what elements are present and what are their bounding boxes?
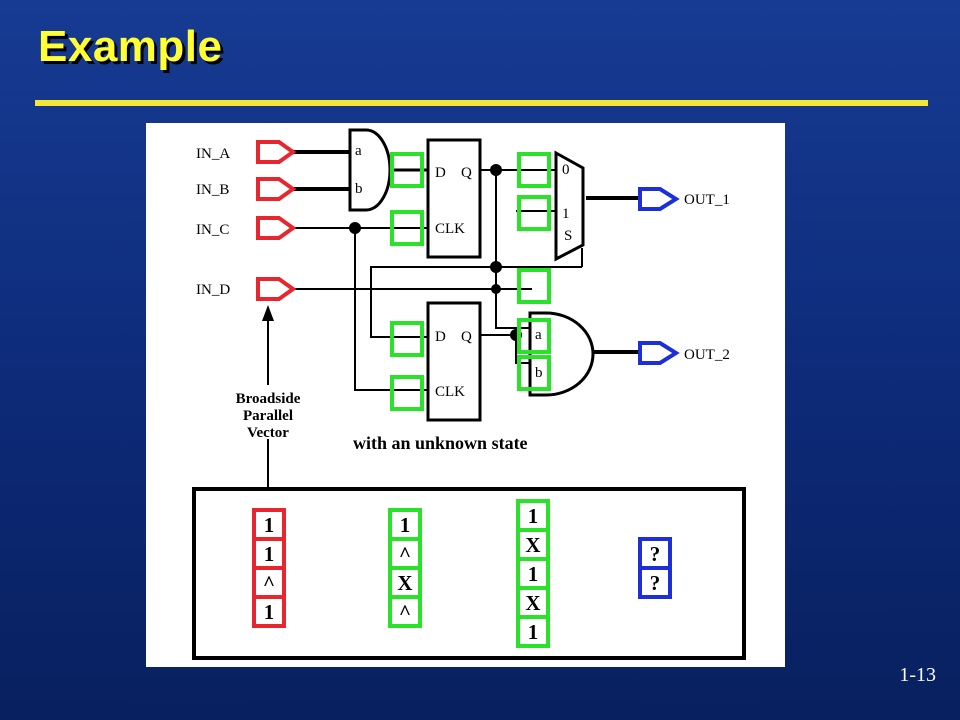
test-point xyxy=(517,195,551,231)
circuit-caption: with an unknown state xyxy=(353,433,528,453)
test-point xyxy=(390,321,424,357)
vector-cell xyxy=(638,566,672,599)
and-gate-top-pin-a: a xyxy=(355,143,362,159)
and-gate-bottom-pin-a: a xyxy=(535,327,542,343)
vector-cell xyxy=(388,595,422,628)
vector-cell xyxy=(252,566,286,599)
test-point xyxy=(390,210,424,246)
vector-value: 1 xyxy=(264,513,275,537)
input-port-in-a xyxy=(256,140,297,164)
flip-flop-top xyxy=(426,138,482,259)
output-port-out-1 xyxy=(638,187,680,211)
vector-cell xyxy=(252,595,286,628)
flip-flop-bottom-q: Q xyxy=(461,329,472,345)
vector-value: 1 xyxy=(528,504,539,528)
annotation-line-2: Parallel xyxy=(243,408,293,424)
test-point xyxy=(517,268,551,304)
slide-title: Example xyxy=(38,22,223,71)
vector-column-4: ?? xyxy=(638,537,672,599)
vector-value: ^ xyxy=(263,571,275,595)
vector-value: ^ xyxy=(399,600,411,624)
test-points xyxy=(390,152,551,411)
input-label-in-b: IN_B xyxy=(196,182,229,198)
input-ports xyxy=(256,140,297,301)
flip-flop-top-clk: CLK xyxy=(435,221,465,237)
input-port-in-b xyxy=(256,177,297,201)
vector-value: X xyxy=(525,533,540,557)
output-port-out-2 xyxy=(638,341,680,365)
vector-cell xyxy=(516,557,550,590)
mux-select: S xyxy=(564,228,572,244)
input-port-in-d xyxy=(256,277,297,301)
flip-flop-top-q: Q xyxy=(461,165,472,181)
test-point xyxy=(517,318,551,354)
vector-value: ? xyxy=(650,571,661,595)
vector-cell xyxy=(516,528,550,561)
input-label-in-c: IN_C xyxy=(196,222,229,238)
test-point xyxy=(517,355,551,391)
flip-flop-bottom-clk: CLK xyxy=(435,384,465,400)
vector-value: X xyxy=(397,571,412,595)
vector-value: 1 xyxy=(264,542,275,566)
vector-cell xyxy=(516,586,550,619)
flip-flop-bottom xyxy=(426,301,482,422)
title-underline xyxy=(35,100,928,106)
test-point xyxy=(390,375,424,411)
vector-column-1: 1 1 ^ 1 xyxy=(252,508,286,628)
mux-input-1: 1 xyxy=(562,206,570,222)
vector-value: 1 xyxy=(400,513,411,537)
input-label-in-a: IN_A xyxy=(196,146,230,162)
vector-value: 1 xyxy=(528,620,539,644)
input-port-in-c xyxy=(256,216,297,240)
arrowhead-up xyxy=(262,305,274,321)
output-label-out-1: OUT_1 xyxy=(684,192,730,208)
circuit-figure: IN_A IN_B IN_C IN_D OUT_1 OUT_2 a b D Q … xyxy=(146,123,785,667)
vector-cell xyxy=(638,537,672,570)
test-point xyxy=(390,152,424,188)
and-gate-top xyxy=(348,128,392,212)
vector-column-2: 1 ^ X ^ xyxy=(388,508,422,628)
input-label-in-d: IN_D xyxy=(196,282,230,298)
vector-value: ? xyxy=(650,542,661,566)
and-gate-bottom-pin-b: b xyxy=(535,365,543,381)
vector-value: X xyxy=(525,591,540,615)
vector-cell xyxy=(516,615,550,648)
and-gate-bottom xyxy=(528,311,595,397)
vector-value: 1 xyxy=(528,562,539,586)
mux-input-0: 0 xyxy=(562,162,570,178)
output-ports xyxy=(638,187,680,365)
annotation-line-1: Broadside xyxy=(236,391,301,407)
test-point xyxy=(517,152,551,188)
vector-value: 1 xyxy=(264,600,275,624)
slide-number: 1-13 xyxy=(899,664,936,686)
output-label-out-2: OUT_2 xyxy=(684,347,730,363)
vector-value: ^ xyxy=(399,542,411,566)
and-gate-top-pin-b: b xyxy=(355,181,363,197)
flip-flop-top-d: D xyxy=(435,165,446,181)
flip-flop-bottom-d: D xyxy=(435,329,446,345)
mux xyxy=(554,150,585,262)
annotation-line-3: Vector xyxy=(247,425,289,441)
